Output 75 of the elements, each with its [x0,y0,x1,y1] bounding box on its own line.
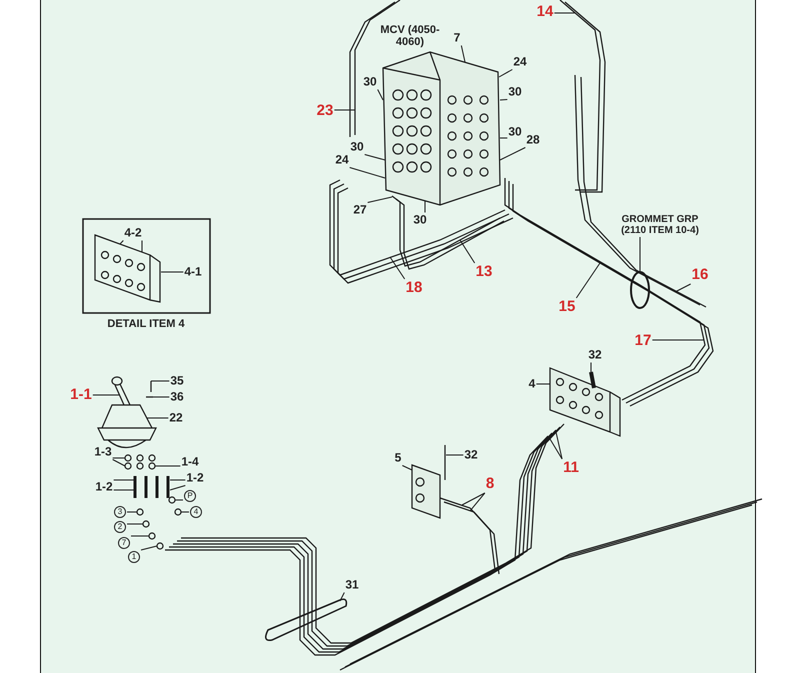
leader-line [500,147,526,160]
hose-drawing [560,0,606,193]
leader-line [498,69,513,78]
callout-number: 16 [692,267,708,283]
leader-line [550,438,563,460]
callout-number: 30 [350,140,364,154]
leader-line [590,362,592,372]
leader-line [140,546,158,550]
callout-number: 24 [335,154,349,166]
callout-number: 28 [526,134,540,146]
callout-number: 13 [476,264,492,280]
leader-line [554,12,576,14]
leader-line [92,394,120,396]
leader-line [424,200,426,213]
callout-number: 4-1 [184,266,202,278]
leader-line [674,284,692,292]
joystick-drawing [97,376,182,550]
callout-number: 32 [588,348,602,362]
callout-number: 5 [394,452,402,464]
leader-line [446,454,464,456]
callout-number: 8 [486,476,494,492]
callout-number: 17 [634,333,652,349]
detail-caption: DETAIL ITEM 4 [106,318,186,330]
callout-number: 23 [316,103,334,119]
manifold-drawing [549,367,621,437]
leader-line [377,89,384,100]
callout-number: 1-3 [94,446,112,458]
leader-line [460,45,466,62]
callout-number: 1-2 [95,480,113,494]
callout-number: 7 [454,32,460,44]
part-label: GROMMET GRP (2110 ITEM 10-4) [612,214,708,236]
leader-line [462,492,486,506]
leader-line [500,99,508,100]
grommet-drawing [630,271,650,309]
leader-line [112,459,126,466]
callout-number: 32 [464,448,478,462]
leader-line [576,262,600,298]
callout-number: 1-1 [70,387,92,403]
callout-number: 30 [508,86,522,98]
leader-line [364,154,386,160]
leader-line [170,485,186,490]
part-label: MCV (4050-4060) [379,24,441,48]
control-valve-drawing [382,51,501,206]
callout-number: 30 [413,214,427,226]
callout-number: 4-2 [124,226,142,240]
leader-line [120,240,124,244]
callout-number: 24 [513,56,527,68]
hose-bundle-drawing [504,178,714,407]
callout-number: 22 [169,412,183,424]
callout-number: 1-4 [181,456,199,468]
callout-number: 31 [345,578,359,592]
leader-line [390,256,406,280]
hose-bundle-drawing [165,424,564,656]
leader-line [556,432,563,460]
leader-line [152,396,170,398]
callout-number: 36 [170,390,184,404]
leader-line [367,196,392,203]
callout-number: 35 [170,374,184,388]
callout-number: 18 [406,280,422,296]
leader-line [349,167,386,178]
callout-number: 4 [528,378,536,390]
callout-number: 1-2 [186,472,204,484]
callout-number: 30 [363,76,377,88]
leader-line [460,240,476,264]
callout-number: 11 [563,460,579,476]
leader-line [470,492,486,512]
callout-number: 15 [558,299,576,315]
leader-line [340,592,345,602]
callout-number: 27 [353,204,367,216]
hose-drawing [574,74,706,308]
callout-number: 14 [536,4,554,20]
leader-line [150,380,170,382]
callout-number: 30 [508,126,522,138]
port-number: 1 [128,551,140,563]
leader-line [402,465,412,470]
